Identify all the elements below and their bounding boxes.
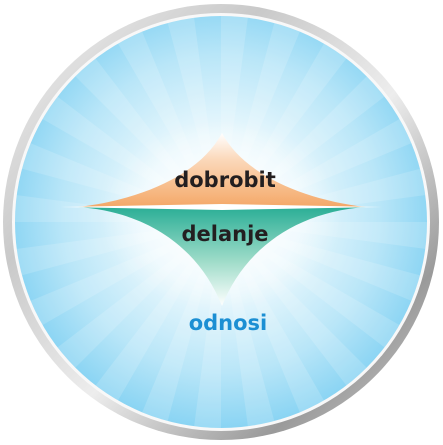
bottom-label: odnosi (189, 311, 268, 335)
upper-label: dobrobit (174, 168, 276, 192)
lower-label: delanje (181, 222, 268, 246)
